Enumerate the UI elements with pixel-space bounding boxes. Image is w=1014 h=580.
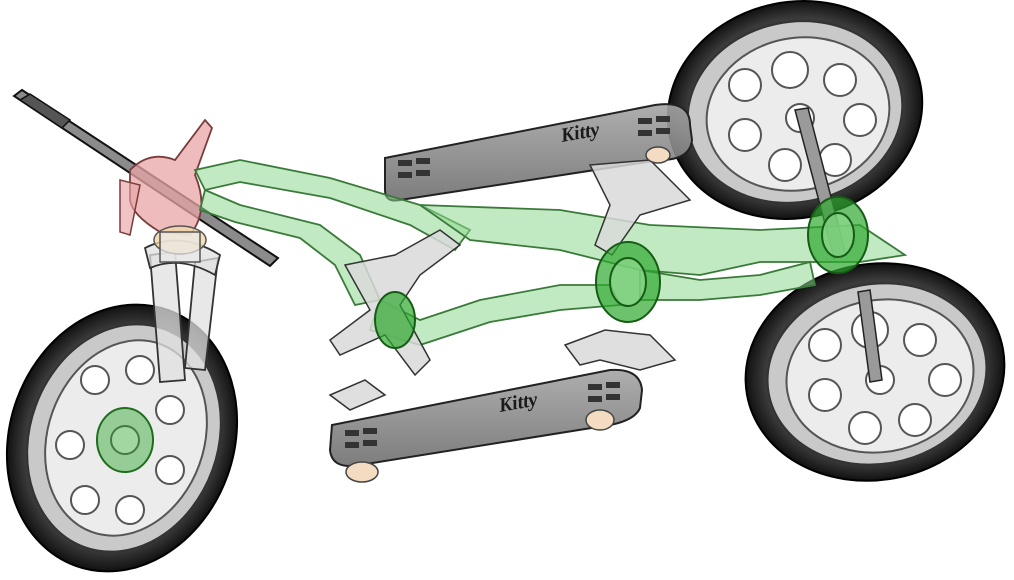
- hub-center-inner: [609, 257, 647, 307]
- wheel-icon: [55, 355, 185, 525]
- hub-right-inner: [821, 212, 855, 258]
- hub-left: [374, 291, 416, 349]
- steering-head: [119, 118, 214, 263]
- rear-top-wheel: [666, 0, 924, 220]
- center-hubs: [374, 196, 869, 349]
- board-bolts: [398, 116, 670, 178]
- frame-brackets: [328, 159, 692, 411]
- caster-wheels: [345, 146, 671, 483]
- lower-foot-board: Kitty: [328, 146, 671, 483]
- board-body: [328, 368, 644, 467]
- front-hub: [96, 407, 154, 473]
- board-bolts: [345, 382, 620, 448]
- front-wheel: [5, 303, 239, 573]
